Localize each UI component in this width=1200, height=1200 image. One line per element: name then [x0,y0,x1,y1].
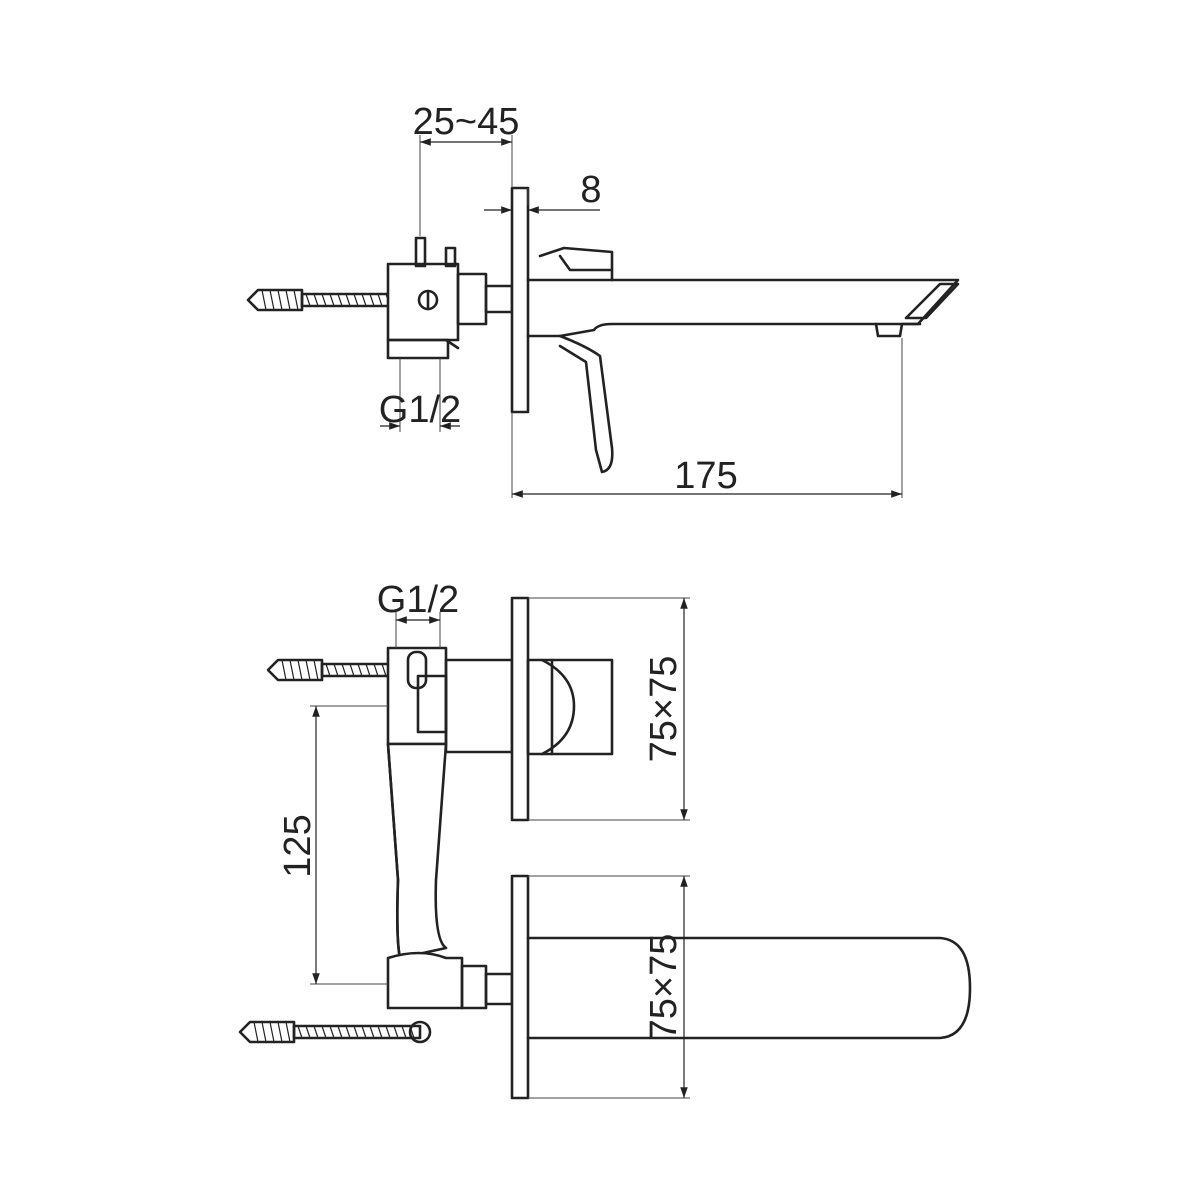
dim-handle-plate-size: 75×75 [643,656,685,763]
side-view: 25~45 8 G1/2 175 [246,101,960,498]
dim-wall-thickness: 25~45 [413,101,520,143]
side-mixer-body [386,236,514,360]
dim-inlet-thread-top: G1/2 [377,579,459,621]
dim-spout-reach: 175 [674,455,737,497]
dim-center-distance: 125 [277,814,319,877]
side-spout [526,278,960,338]
front-view: G1/2 125 75×75 75×75 [238,579,972,1100]
front-mixer-body [386,646,514,1010]
front-upper-anchor-bolt [266,658,414,682]
side-anchor-bolt [246,288,396,312]
front-handle-plate [510,596,614,822]
front-spout-plate [510,874,972,1100]
front-lower-anchor-bolt [238,1020,432,1044]
dim-inlet-thread-side: G1/2 [379,389,461,431]
side-handle [538,246,614,474]
side-wall-plate [510,186,530,414]
dim-spout-plate-size: 75×75 [643,934,685,1041]
dim-plate-thickness: 8 [580,169,601,211]
